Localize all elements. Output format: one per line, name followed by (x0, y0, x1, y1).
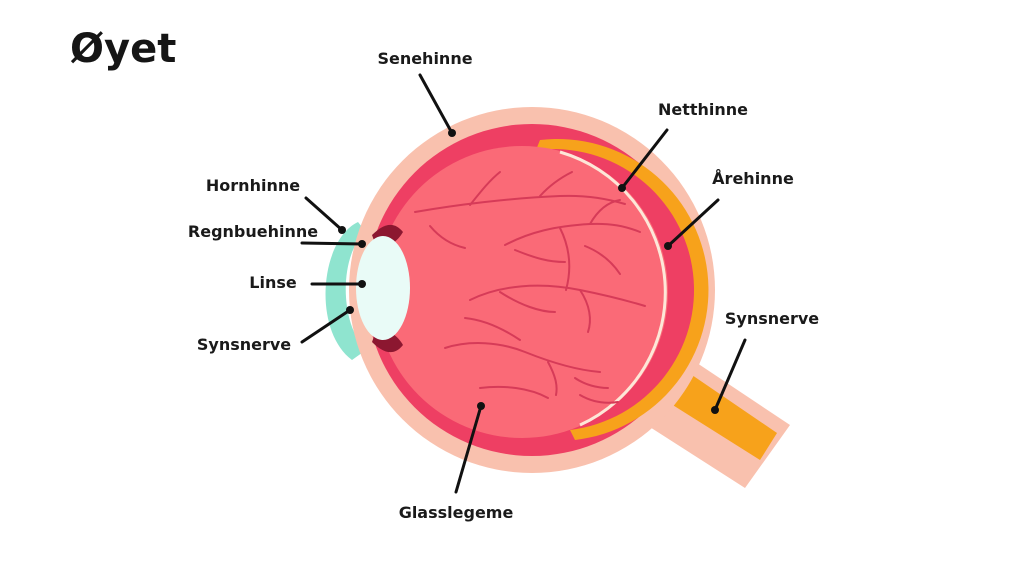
label-regnbuehinne: Regnbuehinne (188, 222, 318, 241)
retina-edge (559, 150, 667, 427)
label-synsnerve-right: Synsnerve (725, 309, 819, 328)
label-senehinne: Senehinne (377, 49, 472, 68)
diagram-title: Øyet (70, 26, 176, 72)
blood-vessels (414, 171, 646, 404)
label-hornhinne: Hornhinne (206, 176, 300, 195)
label-glasslegeme: Glasslegeme (399, 503, 514, 522)
label-linse: Linse (249, 273, 297, 292)
label-netthinne: Netthinne (658, 100, 748, 119)
lens (356, 236, 410, 340)
label-arehinne: Årehinne (712, 169, 794, 188)
cornea (325, 222, 366, 360)
leader-lines (300, 73, 747, 494)
vitreous-body (376, 146, 668, 438)
label-synsnerve-left: Synsnerve (197, 335, 291, 354)
